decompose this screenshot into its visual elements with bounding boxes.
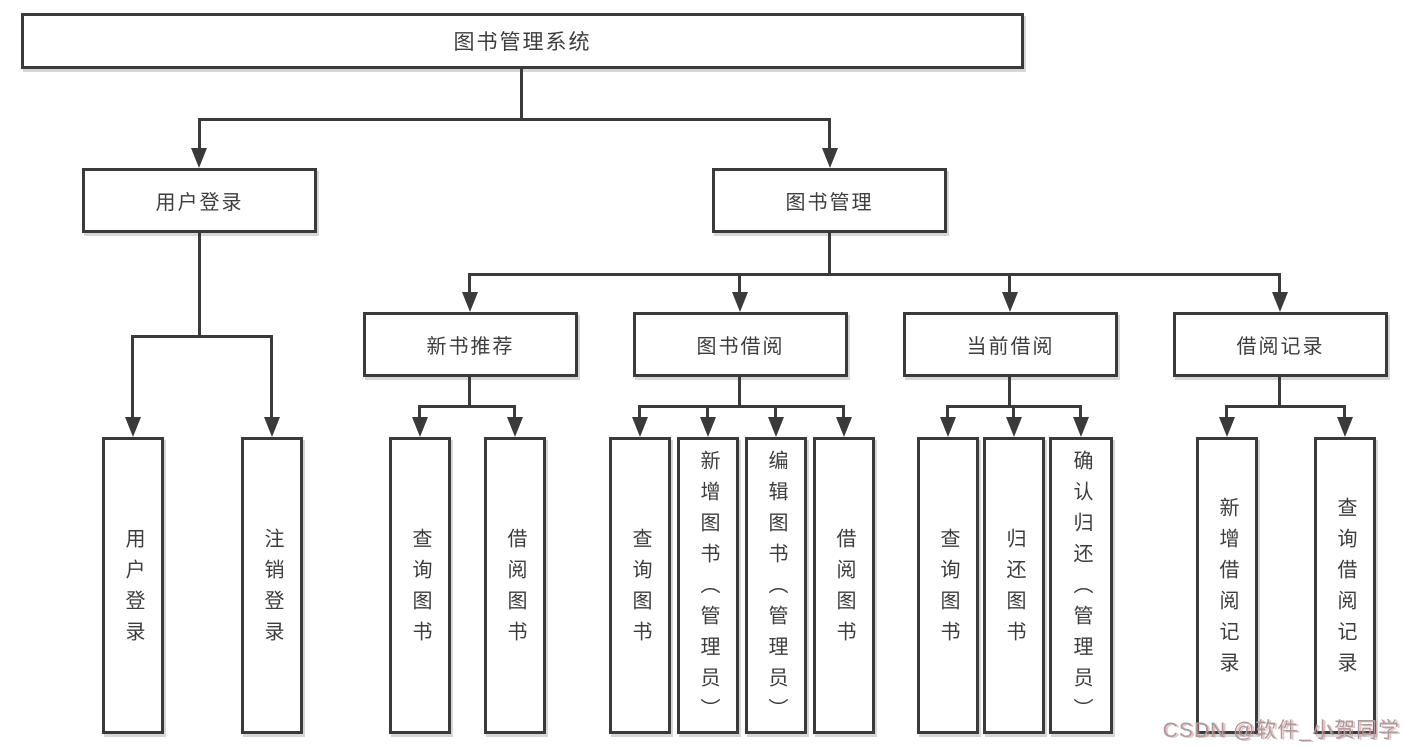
connector-leaf-shaft xyxy=(1079,405,1082,420)
leaf-query-books-current: 查询图书 xyxy=(917,437,979,734)
connector-leaf-shaft xyxy=(946,405,949,420)
connector-group-bar xyxy=(638,405,845,408)
connector-level3-shaft xyxy=(468,273,471,295)
connector-leaf-shaft xyxy=(513,405,516,420)
connector-group-bar xyxy=(418,405,516,408)
arrowhead-down-icon xyxy=(1337,417,1353,437)
node-new-book-recommend: 新书推荐 xyxy=(363,312,578,377)
connector-group-stem xyxy=(1278,377,1281,405)
leaf-confirm-return-admin: 确认归还（管理员） xyxy=(1049,437,1113,734)
leaf-add-book-admin: 新增图书（管理员） xyxy=(677,437,739,734)
leaf-borrow-books-recommend: 借阅图书 xyxy=(484,437,546,734)
arrowhead-down-icon xyxy=(1002,292,1018,312)
connector-user-login-shaft xyxy=(198,118,201,151)
arrowhead-down-icon xyxy=(507,417,523,437)
connector-root-stem xyxy=(520,69,523,118)
leaf-return-book: 归还图书 xyxy=(983,437,1045,734)
connector-group-stem xyxy=(738,377,741,405)
connector-leaf-shaft xyxy=(1343,405,1346,420)
connector-leaf-shaft xyxy=(1012,405,1015,420)
connector-level3-bar xyxy=(468,273,1281,276)
node-user-login: 用户登录 xyxy=(82,168,317,233)
arrowhead-down-icon xyxy=(940,417,956,437)
arrowhead-down-icon xyxy=(462,292,478,312)
node-book-management: 图书管理 xyxy=(712,168,947,233)
leaf-borrow-books-borrowing: 借阅图书 xyxy=(813,437,875,734)
leaf-query-books-recommend: 查询图书 xyxy=(389,437,451,734)
leaf-logout: 注销登录 xyxy=(241,437,303,734)
arrowhead-down-icon xyxy=(191,148,207,168)
connector-level3-shaft xyxy=(1278,273,1281,295)
arrowhead-down-icon xyxy=(700,417,716,437)
arrowhead-down-icon xyxy=(1073,417,1089,437)
node-current-borrowing: 当前借阅 xyxy=(903,312,1118,377)
connector-level2-bar xyxy=(198,118,831,121)
arrowhead-down-icon xyxy=(1272,292,1288,312)
arrowhead-down-icon xyxy=(836,417,852,437)
arrowhead-down-icon xyxy=(264,417,280,437)
arrowhead-down-icon xyxy=(1219,417,1235,437)
csdn-watermark: CSDN @软件_小贺同学 xyxy=(1162,719,1400,742)
arrowhead-down-icon xyxy=(822,148,838,168)
connector-group-stem xyxy=(468,377,471,405)
node-root-system: 图书管理系统 xyxy=(21,13,1024,69)
connector-user-login-stem xyxy=(198,233,201,335)
leaf-query-borrow-record: 查询借阅记录 xyxy=(1314,437,1376,734)
connector-leaf-shaft xyxy=(842,405,845,420)
connector-level3-shaft xyxy=(1008,273,1011,295)
connector-book-mgmt-stem xyxy=(828,233,831,275)
connector-level3-shaft xyxy=(738,273,741,295)
leaf-query-books-borrowing: 查询图书 xyxy=(609,437,671,734)
arrowhead-down-icon xyxy=(732,292,748,312)
connector-leaf-shaft xyxy=(638,405,641,420)
leaf-edit-book-admin: 编辑图书（管理员） xyxy=(745,437,807,734)
arrowhead-down-icon xyxy=(768,417,784,437)
connector-leaf-shaft xyxy=(131,335,134,419)
arrowhead-down-icon xyxy=(1006,417,1022,437)
connector-user-login-bar xyxy=(131,335,273,338)
connector-leaf-shaft xyxy=(774,405,777,420)
connector-group-bar xyxy=(1225,405,1346,408)
arrowhead-down-icon xyxy=(412,417,428,437)
connector-book-mgmt-shaft xyxy=(828,118,831,151)
connector-leaf-shaft xyxy=(1225,405,1228,420)
connector-group-stem xyxy=(1008,377,1011,405)
connector-leaf-shaft xyxy=(418,405,421,420)
node-borrowing-records: 借阅记录 xyxy=(1173,312,1388,377)
connector-leaf-shaft xyxy=(706,405,709,420)
arrowhead-down-icon xyxy=(125,417,141,437)
leaf-add-borrow-record: 新增借阅记录 xyxy=(1196,437,1258,734)
connector-leaf-shaft xyxy=(270,335,273,419)
node-book-borrowing: 图书借阅 xyxy=(633,312,848,377)
arrowhead-down-icon xyxy=(632,417,648,437)
leaf-user-login: 用户登录 xyxy=(102,437,164,734)
